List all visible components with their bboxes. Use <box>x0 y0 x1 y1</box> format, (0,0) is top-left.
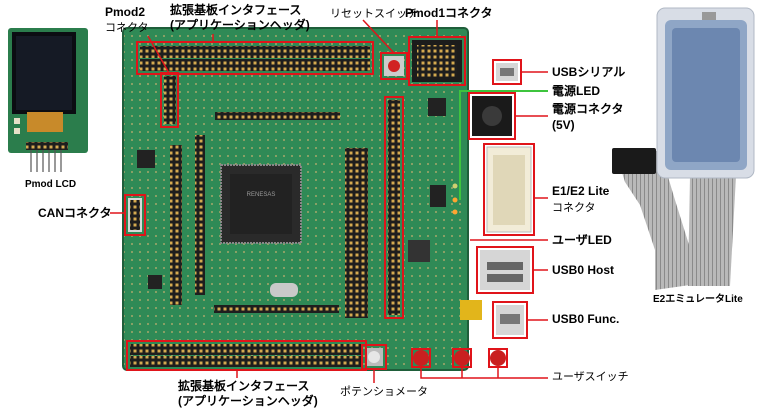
main-board: RENESAS <box>122 27 532 371</box>
user-led-label: ユーザLED <box>552 233 612 247</box>
pmod2-label: Pmod2 <box>105 5 146 19</box>
power-connector-label-2: (5V) <box>552 118 575 132</box>
pmod2-sublabel: コネクタ <box>105 22 149 34</box>
power-led-marker <box>459 90 548 200</box>
e2-emulator-label: E2エミュレータLite <box>653 294 743 305</box>
ext-header-top-label-1: 拡張基板インタフェース <box>170 3 302 17</box>
pmod2-box <box>160 72 179 128</box>
mcu-marking: RENESAS <box>247 192 276 198</box>
ext-header-top-label-2: (アプリケーションヘッダ) <box>170 18 310 32</box>
power-led-label: 電源LED <box>552 84 601 98</box>
e1e2-label-1: E1/E2 Lite <box>552 184 610 198</box>
user-switch-label: ユーザスイッチ <box>552 371 629 383</box>
e1e2-label-2: コネクタ <box>552 202 596 214</box>
usb0-func-label: USB0 Func. <box>552 312 620 326</box>
e1e2-box <box>483 143 535 236</box>
potentiometer-label: ポテンショメータ <box>340 386 428 398</box>
ext-header-bottom-box <box>126 340 367 371</box>
usb0-host-label: USB0 Host <box>552 263 615 277</box>
pmod-lcd-label: Pmod LCD <box>25 179 77 190</box>
reset-switch-label: リセットスイッチ <box>330 8 418 20</box>
ext-vertical-header-box <box>384 96 404 319</box>
e2-emulator-image <box>612 7 755 290</box>
can-box <box>124 194 146 236</box>
ext-header-bottom-label-2: (アプリケーションヘッダ) <box>178 394 318 408</box>
ext-header-top-box <box>136 41 374 75</box>
pmod1-label: Pmod1コネクタ <box>405 6 493 20</box>
can-connector-label: CANコネクタ <box>38 206 112 220</box>
pmod-lcd-module <box>8 28 88 172</box>
usb-serial-label: USBシリアル <box>552 65 626 79</box>
ext-header-bottom-label-1: 拡張基板インタフェース <box>178 379 310 393</box>
power-connector-label-1: 電源コネクタ <box>552 102 624 116</box>
